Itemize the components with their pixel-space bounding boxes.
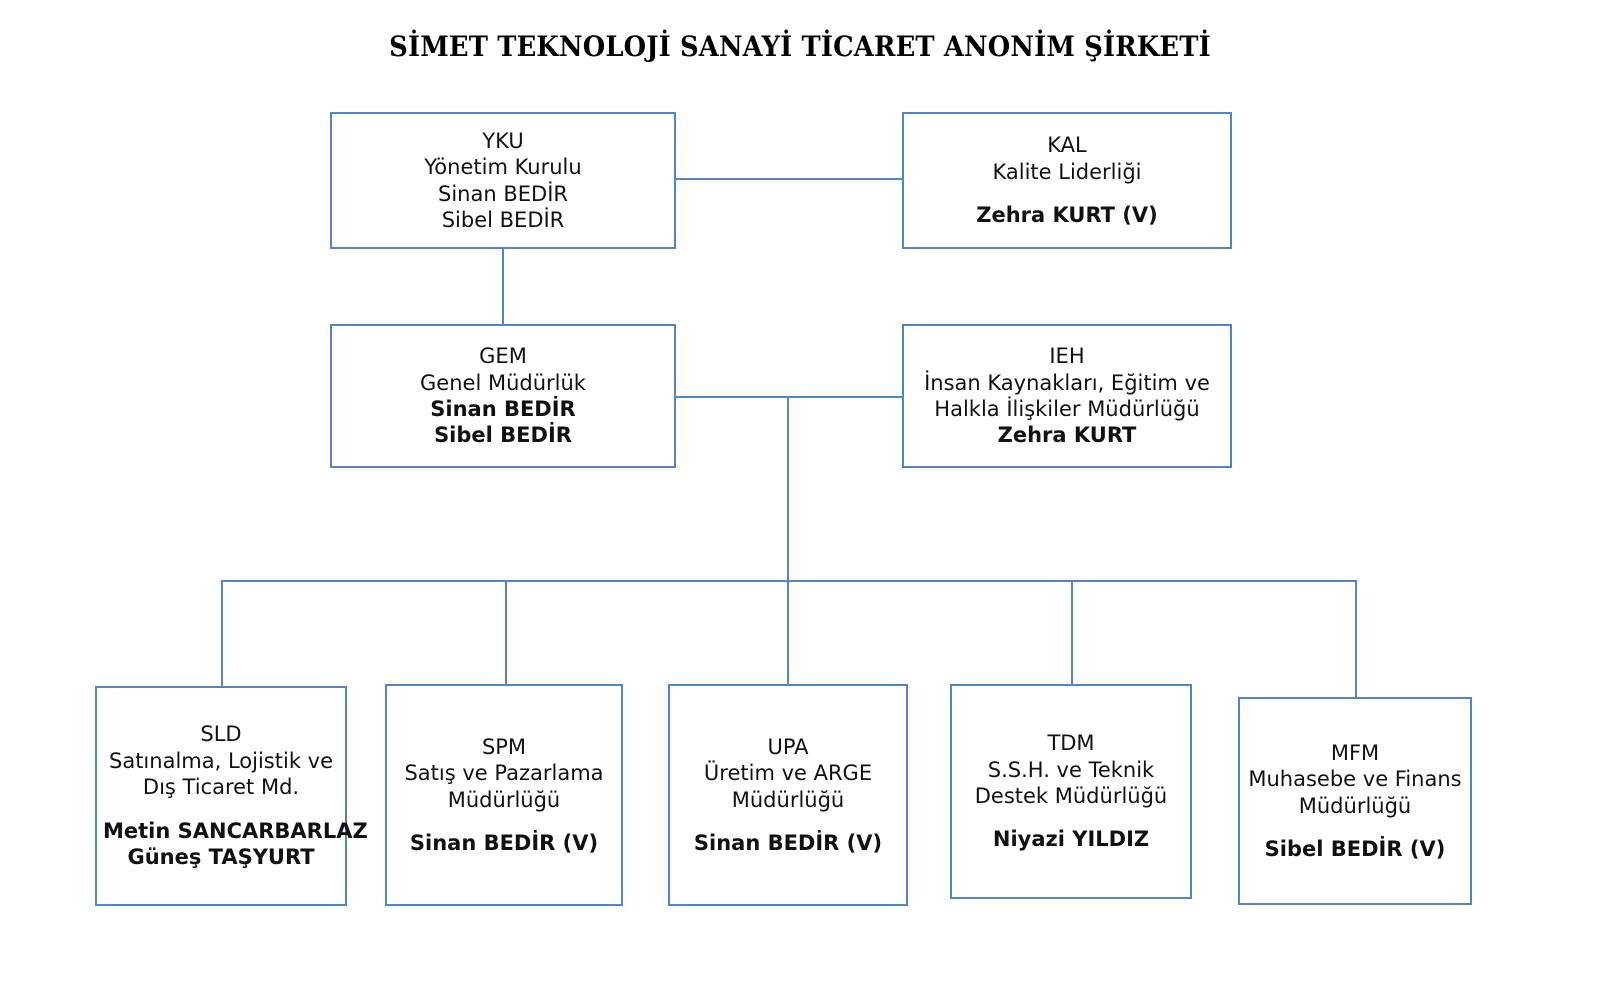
node-upa-person-1: Sinan BEDİR (V)	[693, 830, 883, 855]
node-upa-unit-line-1: Üretim ve ARGE	[703, 761, 873, 786]
node-gem-code: GEM	[479, 344, 527, 369]
node-sld-person-2: Güneş TAŞYURT	[127, 845, 315, 870]
connector-drop-sld	[221, 580, 223, 686]
node-gem[interactable]: GEM Genel Müdürlük Sinan BEDİR Sibel BED…	[330, 324, 676, 468]
node-mfm-unit-line-2: Müdürlüğü	[1298, 793, 1412, 818]
node-yku-person-1: Sinan BEDİR	[438, 181, 568, 206]
node-spm[interactable]: SPM Satış ve Pazarlama Müdürlüğü Sinan B…	[385, 684, 623, 906]
connector-gem-ieh	[676, 396, 902, 398]
connector-department-bus	[221, 580, 1357, 582]
page-title: SİMET TEKNOLOJİ SANAYİ TİCARET ANONİM Şİ…	[389, 30, 1211, 63]
node-spm-unit-line-2: Müdürlüğü	[447, 787, 561, 812]
node-tdm-unit-line-1: S.S.H. ve Teknik	[987, 757, 1155, 782]
node-ieh-person-1: Zehra KURT	[997, 423, 1137, 448]
connector-drop-tdm	[1071, 580, 1073, 684]
node-tdm[interactable]: TDM S.S.H. ve Teknik Destek Müdürlüğü Ni…	[950, 684, 1192, 899]
node-gem-unit: Genel Müdürlük	[420, 370, 586, 395]
node-mfm-unit-line-1: Muhasebe ve Finans	[1248, 767, 1462, 792]
node-yku-unit: Yönetim Kurulu	[424, 155, 582, 180]
node-upa-unit-line-2: Müdürlüğü	[731, 787, 845, 812]
node-upa-code: UPA	[767, 734, 809, 759]
node-kal-code: KAL	[1047, 133, 1087, 158]
connector-drop-mfm	[1355, 580, 1357, 697]
node-ieh-unit-line-2: Halkla İlişkiler Müdürlüğü	[934, 397, 1200, 421]
node-sld-unit-line-2: Dış Ticaret Md.	[142, 775, 300, 800]
node-mfm-code: MFM	[1330, 740, 1380, 765]
node-kal-unit: Kalite Liderliği	[992, 159, 1142, 184]
node-kal[interactable]: KAL Kalite Liderliği Zehra KURT (V)	[902, 112, 1232, 249]
node-kal-person-1: Zehra KURT (V)	[976, 203, 1158, 228]
node-tdm-code: TDM	[1047, 731, 1095, 756]
node-spm-code: SPM	[481, 734, 527, 759]
node-sld-code: SLD	[200, 722, 242, 747]
connector-trunk-down	[787, 396, 789, 582]
connector-yku-gem	[502, 249, 504, 324]
node-ieh-code: IEH	[1049, 344, 1085, 369]
node-mfm[interactable]: MFM Muhasebe ve Finans Müdürlüğü Sibel B…	[1238, 697, 1472, 905]
node-tdm-person-1: Niyazi YILDIZ	[992, 827, 1150, 852]
node-mfm-person-1: Sibel BEDİR (V)	[1264, 836, 1446, 861]
node-upa[interactable]: UPA Üretim ve ARGE Müdürlüğü Sinan BEDİR…	[668, 684, 908, 906]
connector-yku-kal	[676, 178, 902, 180]
connector-drop-spm	[505, 580, 507, 684]
connector-drop-upa	[787, 580, 789, 684]
node-ieh[interactable]: IEH İnsan Kaynakları, Eğitim ve Halkla İ…	[902, 324, 1232, 468]
node-gem-person-1: Sinan BEDİR	[430, 397, 576, 421]
node-sld-person-1: Metin SANCARBARLAZ	[103, 818, 368, 843]
node-yku-code: YKU	[482, 128, 524, 153]
node-gem-person-2: Sibel BEDİR	[434, 423, 572, 448]
node-spm-unit-line-1: Satış ve Pazarlama	[404, 761, 604, 786]
node-spm-person-1: Sinan BEDİR (V)	[409, 830, 599, 855]
node-yku[interactable]: YKU Yönetim Kurulu Sinan BEDİR Sibel BED…	[330, 112, 676, 249]
node-sld[interactable]: SLD Satınalma, Lojistik ve Dış Ticaret M…	[95, 686, 368, 906]
node-ieh-unit-line-1: İnsan Kaynakları, Eğitim ve	[924, 370, 1210, 395]
node-tdm-unit-line-2: Destek Müdürlüğü	[974, 784, 1168, 808]
node-sld-unit-line-1: Satınalma, Lojistik ve	[109, 748, 333, 773]
node-yku-person-2: Sibel BEDİR	[441, 207, 565, 232]
